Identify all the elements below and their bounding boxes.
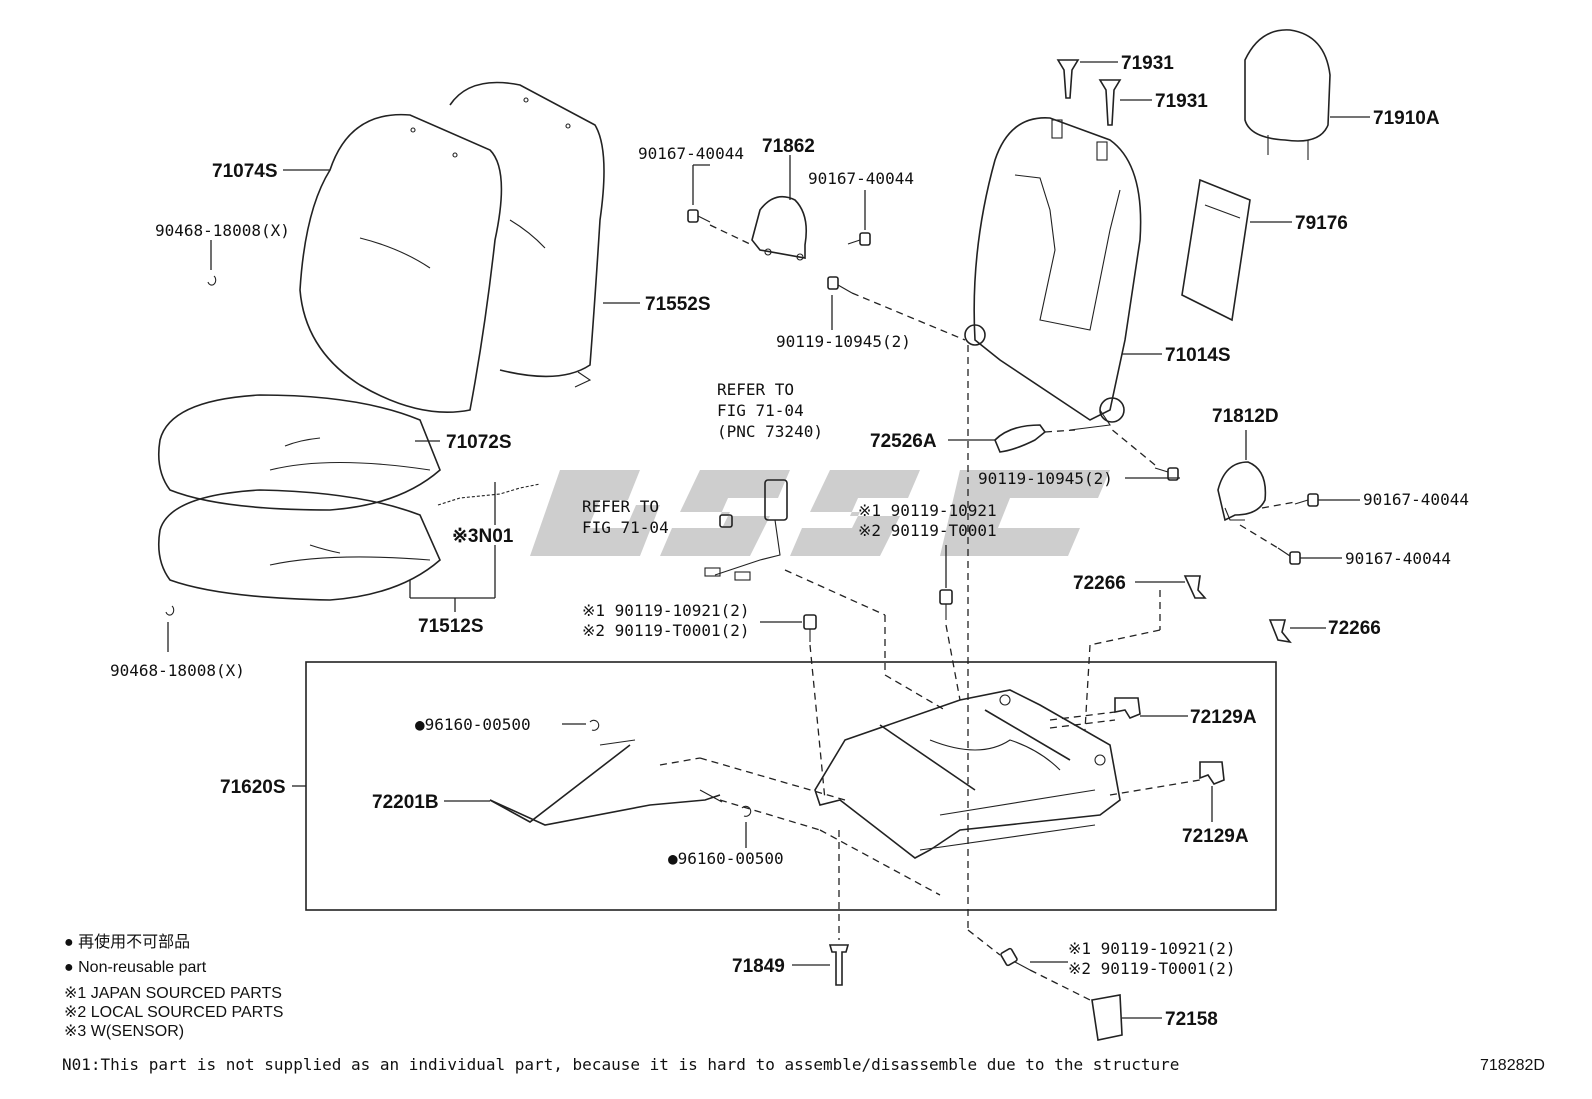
label-72201B: 72201B xyxy=(372,792,439,813)
label-90468-top: 90468-18008(X) xyxy=(155,221,290,240)
label-71862: 71862 xyxy=(762,136,815,157)
bracket-71862 xyxy=(751,195,808,261)
label-90119-10945-a: 90119-10945(2) xyxy=(776,332,911,351)
label-n01: ※3N01 xyxy=(452,526,514,547)
label-72266-b: 72266 xyxy=(1328,618,1381,639)
headrest-71910A xyxy=(1244,29,1331,160)
refer-fig-line3: (PNC 73240) xyxy=(717,422,823,441)
bolt-90167-a xyxy=(687,209,711,223)
label-72158: 72158 xyxy=(1165,1009,1218,1030)
clip-72129A-a xyxy=(1114,697,1141,719)
drawing-number: 718282D xyxy=(1480,1057,1545,1074)
label-71620S: 71620S xyxy=(220,777,286,798)
bolt-90119-left xyxy=(803,614,817,642)
seat-track-assembly-box xyxy=(305,661,1277,911)
label-bolt-bottom-2: ※2 90119-T0001(2) xyxy=(1068,959,1236,978)
bolt-71849 xyxy=(828,944,850,986)
bolt-90167-b xyxy=(847,232,871,246)
label-72266-a: 72266 xyxy=(1073,573,1126,594)
ring-90468-top xyxy=(207,275,217,286)
label-71072S: 71072S xyxy=(446,432,512,453)
seat-belt-buckle xyxy=(704,479,788,581)
seat-cushion-cover-71072S xyxy=(157,394,441,511)
label-71931-b: 71931 xyxy=(1155,91,1208,112)
refer-fig-line2: FIG 71-04 xyxy=(717,401,804,420)
legend: ● 再使用不可部品 ● Non-reusable part ※1 JAPAN S… xyxy=(62,933,1179,1074)
legend-non-reusable-en: ● Non-reusable part xyxy=(64,959,207,976)
label-71512S: 71512S xyxy=(418,616,484,637)
label-71812D: 71812D xyxy=(1212,406,1279,427)
label-71931-a: 71931 xyxy=(1121,53,1174,74)
label-90468-bottom: 90468-18008(X) xyxy=(110,661,245,680)
label-72129A-a: 72129A xyxy=(1190,707,1257,728)
sensor-wire-n01 xyxy=(437,483,541,506)
label-bolt-left-2: ※2 90119-T0001(2) xyxy=(582,621,750,640)
label-bolt-mid-1: ※1 90119-10921 xyxy=(858,501,997,520)
legend-note-1: ※1 JAPAN SOURCED PARTS xyxy=(64,985,282,1002)
ring-90468-bottom xyxy=(165,605,175,616)
label-71552S: 71552S xyxy=(645,294,711,315)
label-71910A: 71910A xyxy=(1373,108,1440,129)
clip-72266-b xyxy=(1268,619,1292,644)
label-90167-c: 90167-40044 xyxy=(1363,490,1469,509)
bolt-90167-c xyxy=(1294,493,1319,507)
seat-back-cover-71552S xyxy=(449,81,605,388)
headrest-guide-71931-a xyxy=(1056,59,1080,99)
label-96160-a: ●96160-00500 xyxy=(415,715,531,734)
bolt-90119-mid xyxy=(939,589,953,620)
clip-72129A-b xyxy=(1199,761,1225,785)
label-71014S: 71014S xyxy=(1165,345,1231,366)
bolt-90167-d xyxy=(1277,547,1301,565)
headrest-guide-71931-b xyxy=(1098,79,1122,126)
seat-track-frame xyxy=(814,689,1121,859)
refer-fig-line1: REFER TO xyxy=(717,380,794,399)
e-ring-96160-a xyxy=(589,719,600,731)
label-72129A-b: 72129A xyxy=(1182,826,1249,847)
label-79176: 79176 xyxy=(1295,213,1348,234)
cover-72158 xyxy=(1091,994,1123,1041)
bolt-90119-10945-a xyxy=(827,276,853,294)
e-ring-96160-b xyxy=(741,805,752,817)
part-labels: 71074S 71552S 90468-18008(X) 71072S ※3N0… xyxy=(110,53,1469,1030)
seat-cushion-cover-71512S xyxy=(157,489,441,601)
label-72526A: 72526A xyxy=(870,431,937,452)
legend-note-3: ※3 W(SENSOR) xyxy=(64,1023,184,1040)
label-90167-d: 90167-40044 xyxy=(1345,549,1451,568)
lever-72526A xyxy=(994,424,1047,453)
label-71074S: 71074S xyxy=(212,161,278,182)
label-90119-10945-b: 90119-10945(2) xyxy=(978,469,1113,488)
bolt-90119-bottom xyxy=(1000,947,1031,971)
seat-back-frame-71014S xyxy=(964,117,1142,431)
refer-fig2-line1: REFER TO xyxy=(582,497,659,516)
watermark-logo xyxy=(530,470,1110,556)
bolt-90119-10945-b xyxy=(1154,467,1179,481)
legend-note-2: ※2 LOCAL SOURCED PARTS xyxy=(64,1004,283,1021)
label-bolt-bottom-1: ※1 90119-10921(2) xyxy=(1068,939,1236,958)
legend-n01-note: N01:This part is not supplied as an indi… xyxy=(62,1055,1179,1074)
legend-non-reusable-jp: ● 再使用不可部品 xyxy=(64,933,190,951)
seat-back-cover-71074S xyxy=(299,113,503,413)
label-90167-b: 90167-40044 xyxy=(808,169,914,188)
clip-72266-a xyxy=(1183,575,1207,599)
label-96160-b: ●96160-00500 xyxy=(668,849,784,868)
label-71849: 71849 xyxy=(732,956,785,977)
label-90167-a: 90167-40044 xyxy=(638,144,744,163)
label-bolt-left-1: ※1 90119-10921(2) xyxy=(582,601,750,620)
cover-71812D xyxy=(1217,461,1267,522)
release-cable-72201B xyxy=(489,739,723,826)
refer-fig2-line2: FIG 71-04 xyxy=(582,518,669,537)
label-bolt-mid-2: ※2 90119-T0001 xyxy=(858,521,997,540)
pad-79176 xyxy=(1181,178,1251,322)
